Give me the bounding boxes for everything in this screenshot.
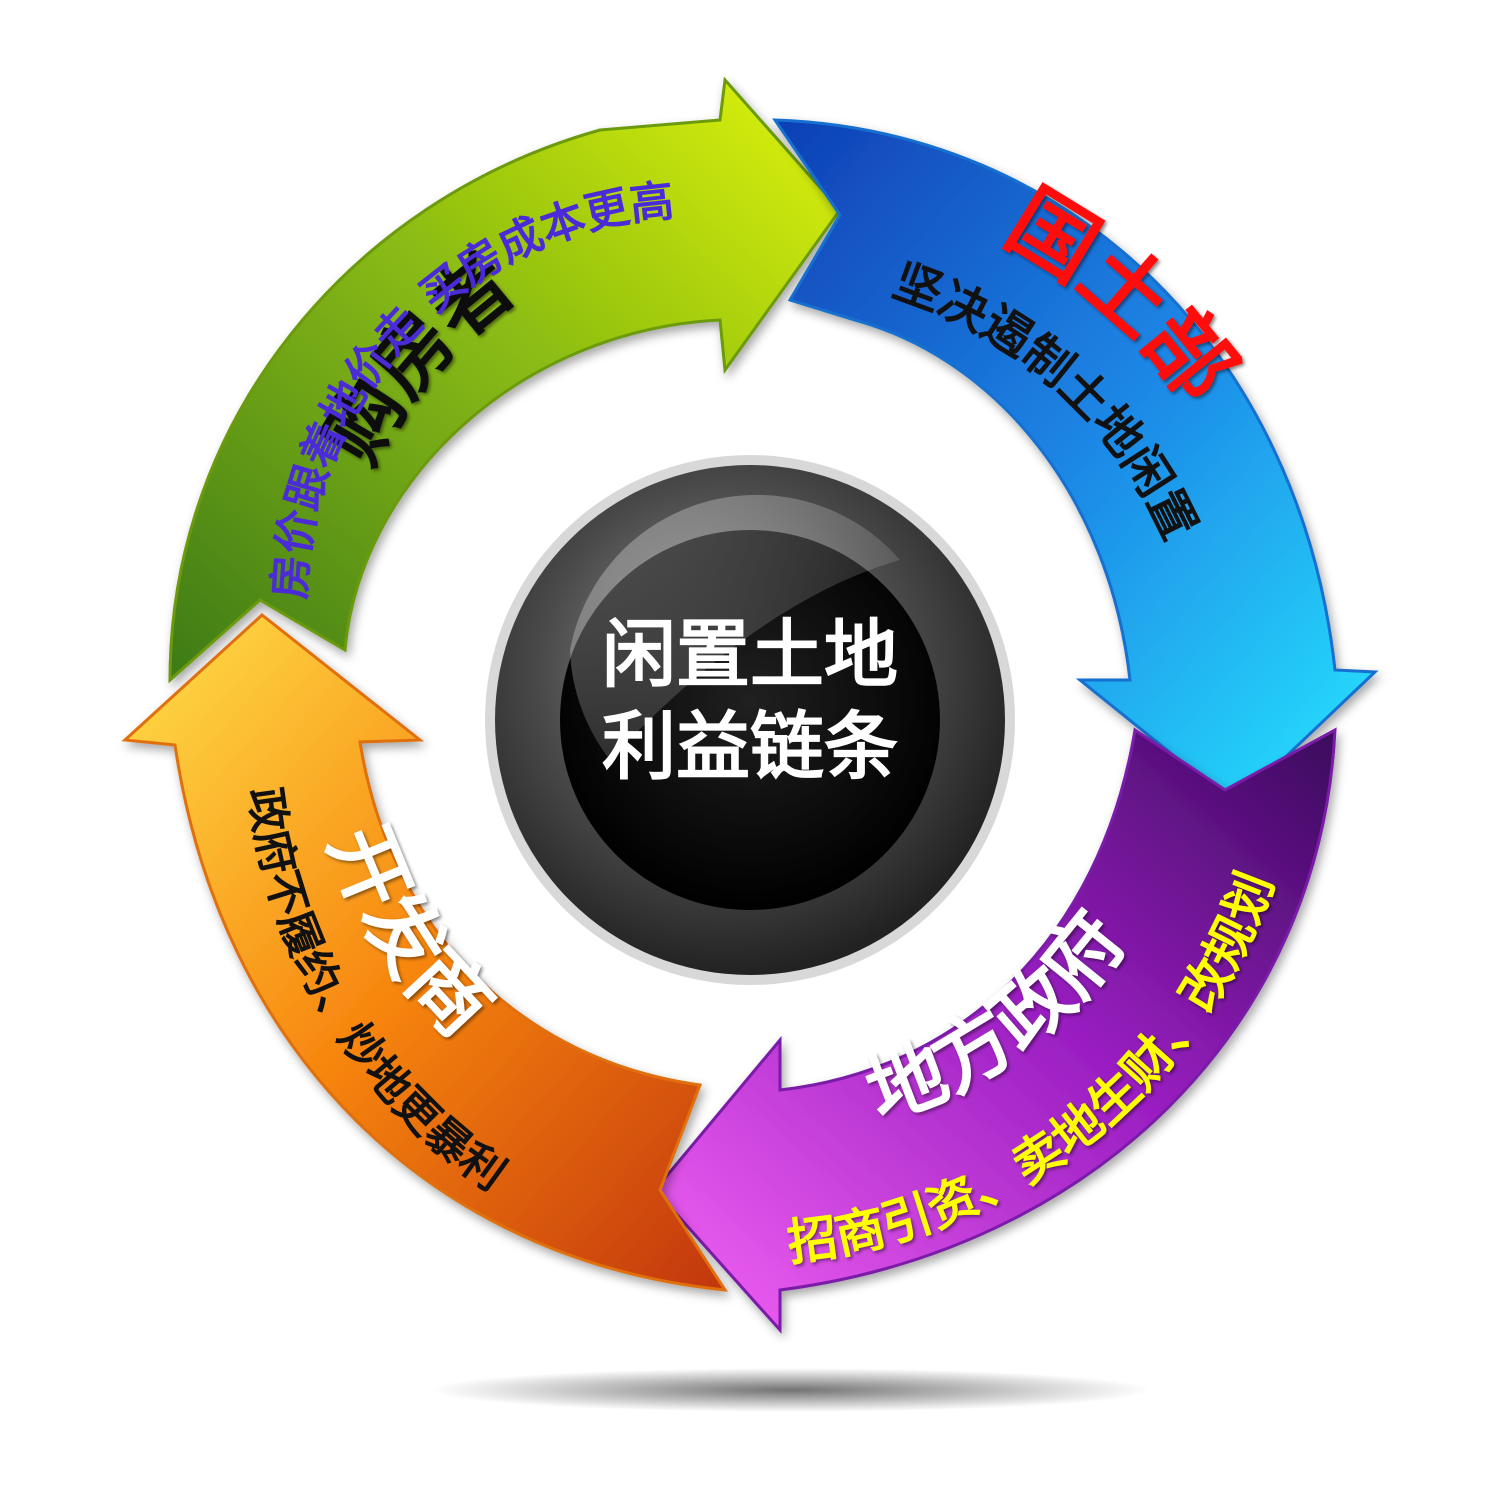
arrow-developer	[121, 613, 728, 1292]
segment-developer	[121, 613, 728, 1292]
segment-local-gov	[653, 727, 1337, 1334]
ground-shadow	[430, 1368, 1150, 1412]
arrow-buyer	[168, 76, 842, 684]
center-title-line2: 利益链条	[602, 704, 898, 790]
arrow-land-ministry	[772, 118, 1379, 807]
center-title-line1: 闲置土地	[602, 612, 898, 698]
center-hub: 闲置土地 利益链条	[485, 455, 1015, 985]
arrow-local-gov	[653, 727, 1337, 1334]
segment-buyer	[168, 76, 842, 684]
center-gloss	[570, 494, 900, 760]
segment-land-ministry	[772, 118, 1379, 807]
